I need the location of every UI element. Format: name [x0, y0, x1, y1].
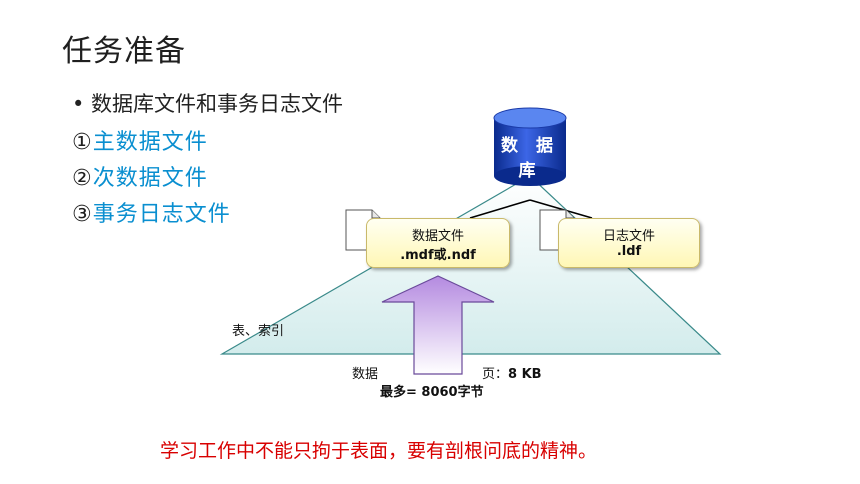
item-number: ② [72, 166, 93, 191]
log-file-box: 日志文件 .ldf [558, 218, 700, 268]
up-arrow-icon [381, 275, 495, 375]
bullet-files: • 数据库文件和事务日志文件 [72, 92, 344, 116]
page-size: 8 KB [508, 367, 542, 382]
data-file-ext: .mdf或.ndf [400, 248, 476, 263]
log-file-title: 日志文件 [602, 229, 655, 244]
connector-lines [469, 199, 593, 219]
item-label: 主数据文件 [92, 130, 208, 155]
database-icon [493, 107, 567, 186]
page-size-label: 页：8 KB [482, 363, 542, 382]
item-number: ③ [72, 202, 93, 227]
data-label: 数据 [352, 367, 379, 382]
list-item-secondary: ②次数据文件 [72, 160, 208, 192]
list-item-primary: ①主数据文件 [72, 124, 208, 156]
max-bytes-label: 最多= 8060字节 [380, 381, 484, 400]
max-unit: 字节 [457, 385, 484, 400]
page-title: 任务准备 [62, 34, 186, 69]
data-file-title: 数据文件 [411, 229, 464, 244]
database-label: 数 据 库 [494, 134, 566, 184]
page-label: 页： [482, 367, 509, 382]
tables-indexes-label: 表、索引 [232, 324, 285, 339]
database-label-line1: 数 据 [501, 136, 559, 156]
max-label: 最多= [380, 385, 422, 400]
log-file-ext: .ldf [616, 244, 642, 259]
database-label-line2: 库 [518, 161, 542, 181]
item-label: 次数据文件 [92, 166, 208, 191]
max-value: 8060 [421, 385, 458, 400]
item-label: 事务日志文件 [92, 202, 231, 227]
data-file-box: 数据文件 .mdf或.ndf [366, 218, 510, 268]
item-number: ① [72, 130, 93, 155]
motto-note: 学习工作中不能只拘于表面，要有剖根问底的精神。 [160, 440, 598, 462]
list-item-log: ③事务日志文件 [72, 196, 231, 228]
